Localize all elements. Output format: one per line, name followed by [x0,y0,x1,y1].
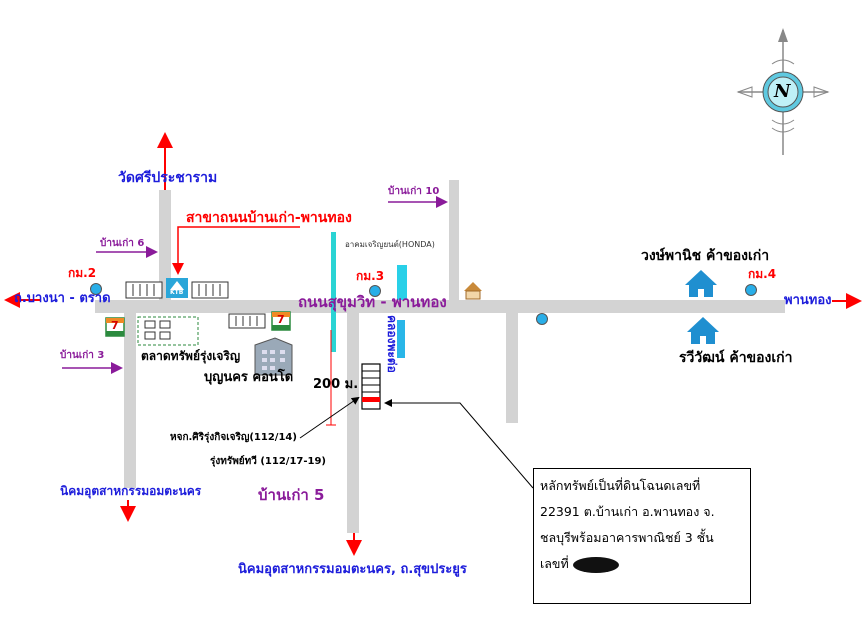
label-shop-2: รุ่งทรัพย์ทวี (112/17-19) [210,456,327,467]
road-ban-kao-10 [449,180,459,300]
km4-marker [745,284,757,296]
pointer-shop [299,396,360,439]
market-layout [137,316,199,346]
compass-letter: N [774,81,791,102]
condo-building [254,337,293,376]
canal-marker [397,320,405,358]
label-antique-2: รวีวัฒน์ ค้าของเก่า [679,350,793,366]
label-canal: คลองพะต่อ [385,315,399,373]
info-number-label: เลขที่ [540,556,569,571]
main-road [95,300,785,313]
seven-logo-text-right: 7 [277,313,285,326]
pointer-info [384,399,534,489]
label-branch: สาขาถนนบ้านเก่า-พานทอง [186,210,352,226]
info-line-2: 22391 ต.บ้านเก่า อ.พานทอง จ. [540,504,715,519]
seven-logo-text-left: 7 [111,319,119,332]
road-ban-kao-5 [347,313,359,533]
label-west-destination: ถ.บางนา - ตราด [14,291,111,306]
road-wat [159,190,171,300]
label-ban-kao-5: บ้านเก่า 5 [258,486,325,504]
label-ban-kao-3: บ้านเก่า 3 [60,350,105,361]
shophouses-left [125,281,266,329]
road-side-right [506,313,518,423]
seven-eleven-left [105,317,125,337]
km3-marker [369,285,381,297]
label-estate-left: นิคมอุตสาหกรรมอมตะนคร [60,484,202,498]
label-wat: วัดศรีประชาราม [118,170,218,186]
label-ban-kao-6: บ้านเก่า 6 [100,238,145,249]
honda-building [397,265,407,300]
label-main-road: ถนนสุขุมวิท - พานทอง [298,293,447,311]
label-km4: กม.4 [748,267,777,281]
label-honda: อาคมเจริญยนต์(HONDA) [345,240,435,249]
antique-shop-2-icon [687,317,719,344]
label-km3: กม.3 [356,269,385,283]
info-line-4: เลขที่ [540,551,744,577]
label-antique-1: วงษ์พานิช ค้าของเก่า [641,248,770,264]
marker-right-road [536,313,548,325]
compass-rose [736,28,830,155]
label-market: ตลาดทรัพย์รุ่งเจริญ [141,349,241,363]
seven-eleven-right [271,311,291,331]
info-line-3: ชลบุรีพร้อมอาคารพาณิชย์ 3 ชั้น [540,530,714,545]
canal-line [331,232,336,352]
km2-marker [90,283,102,295]
ktb-logo-text: KTB [170,289,184,296]
antique-shop-1-icon [685,270,717,297]
label-distance: 200 ม. [313,377,359,392]
label-condo: บุญนคร คอนโด [204,370,294,385]
ktb-bank-logo [166,278,188,298]
road-ban-kao-3 [124,313,136,488]
label-east-destination: พานทอง [784,293,832,308]
house-icon-small [464,282,482,300]
property-info-box: หลักทรัพย์เป็นที่ดินโฉนดเลขที่ 22391 ต.บ… [533,468,751,604]
label-ban-kao-10: บ้านเก่า 10 [388,186,440,197]
label-shop-1: หจก.ศิริรุ่งกิจเจริญ(112/14) [170,432,297,443]
label-km2: กม.2 [68,266,97,280]
redacted-number-blot [572,556,619,573]
label-estate-bottom: นิคมอุตสาหกรรมอมตะนคร, ถ.สุขประยูร [238,562,467,577]
branch-pointer [172,226,300,275]
property-building [361,363,381,410]
info-line-1: หลักทรัพย์เป็นที่ดินโฉนดเลขที่ [540,478,701,493]
